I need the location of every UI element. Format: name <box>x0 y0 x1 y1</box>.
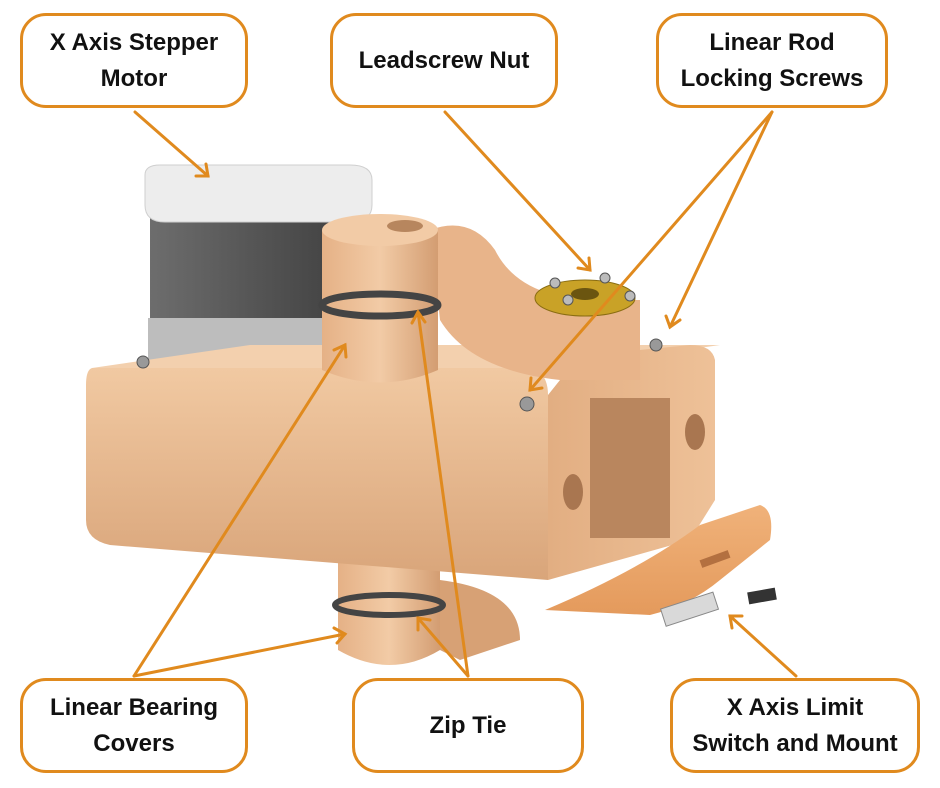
plate-slot <box>699 550 731 568</box>
arrow-motor <box>133 110 210 178</box>
arrowhead-switch <box>728 614 744 630</box>
arrow-rods-1 <box>528 110 774 392</box>
limit-switch-mount <box>545 505 777 627</box>
nut-screw-2 <box>599 272 611 284</box>
locking-screw-1 <box>519 396 535 412</box>
arrowhead-zip-1 <box>410 309 427 325</box>
nut-bore <box>571 288 599 300</box>
limit-switch <box>659 591 720 627</box>
arrow-zip-2 <box>416 616 470 678</box>
upper-bearing-top <box>322 214 438 246</box>
arrowhead-nut <box>576 256 592 272</box>
bearing-bore <box>387 220 423 232</box>
callout-zip-tie: Zip Tie <box>352 678 584 773</box>
front-window <box>590 398 670 538</box>
arrow-bearing-1 <box>132 343 347 678</box>
callout-leadscrew-nut: Leadscrew Nut <box>330 13 558 108</box>
arrowhead-zip-2 <box>416 616 432 632</box>
leadscrew-nut <box>534 272 636 317</box>
nut-screw-3 <box>624 290 636 302</box>
switch-lever <box>747 587 777 605</box>
arrow-nut <box>443 110 592 272</box>
lower-bearing <box>332 560 520 665</box>
motor-screw <box>136 355 150 369</box>
rod-hole-right <box>685 414 705 450</box>
arrow-bearing-2 <box>132 632 347 678</box>
nut-screw-4 <box>562 294 574 306</box>
arrow-switch <box>728 614 798 678</box>
upper-bearing-body <box>322 230 438 383</box>
callout-stepper-motor: X Axis Stepper Motor <box>20 13 248 108</box>
leadscrew-arm <box>430 225 640 380</box>
carriage-side <box>86 368 548 580</box>
arrowhead-bearing-1 <box>332 342 348 359</box>
arrow-zip-1 <box>416 310 470 678</box>
rod-hole-left <box>563 474 583 510</box>
callout-arrows <box>132 110 798 678</box>
lower-zip-tie <box>332 592 446 618</box>
upper-zip-tie <box>318 290 442 320</box>
callout-limit-switch: X Axis Limit Switch and Mount <box>670 678 920 773</box>
arrowhead-rods-2 <box>664 314 682 330</box>
arrowhead-rods-1 <box>528 376 544 392</box>
motor-end-cap <box>144 164 373 223</box>
mount-plate <box>545 505 772 615</box>
lower-bearing-support <box>440 580 520 660</box>
upper-bearing <box>318 214 640 383</box>
locking-screw-2 <box>649 338 663 352</box>
arrow-rods-2 <box>668 110 774 329</box>
arrowhead-bearing-2 <box>332 626 348 645</box>
callout-linear-bearing-covers: Linear Bearing Covers <box>20 678 248 773</box>
callout-rod-locking-screws: Linear Rod Locking Screws <box>656 13 888 108</box>
nut-screw-1 <box>549 277 561 289</box>
arrowhead-motor <box>194 162 210 178</box>
